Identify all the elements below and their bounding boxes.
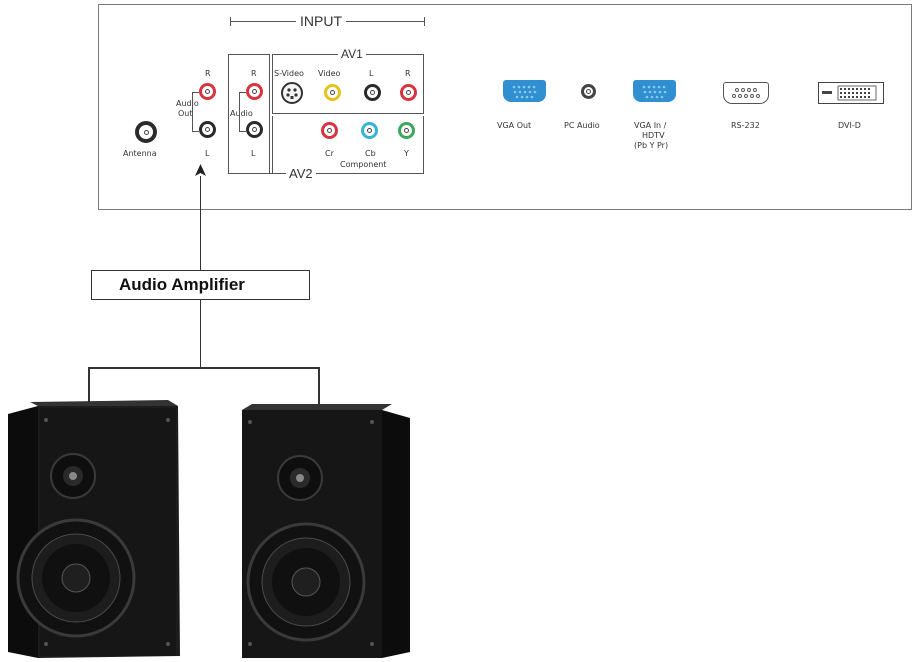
- component-label: Component: [340, 160, 387, 169]
- arrow-up-icon: [195, 164, 206, 176]
- rs232-label: RS-232: [731, 121, 760, 130]
- speaker-icon: [242, 404, 410, 658]
- speaker-icon: [8, 400, 180, 658]
- input-bracket-right-tick: [424, 17, 425, 26]
- audio-out-l-label: L: [205, 149, 210, 158]
- audio-in-l-jack[interactable]: [246, 121, 263, 138]
- dvi-label: DVI-D: [838, 121, 861, 130]
- speaker-split-wire: [88, 367, 320, 369]
- audio-side-bracket: [239, 92, 246, 132]
- right-speaker-wire: [318, 367, 320, 405]
- av2-y-jack[interactable]: [398, 122, 415, 139]
- audio-in-r-jack[interactable]: [246, 83, 263, 100]
- vga-in-port-icon[interactable]: [633, 80, 676, 102]
- audio-out-bracket: [192, 92, 199, 132]
- av1-title: AV1: [338, 47, 366, 61]
- input-bracket-left-tick: [230, 17, 231, 26]
- amp-down-wire: [200, 300, 201, 368]
- rs232-port-icon[interactable]: [723, 82, 769, 104]
- vga-in-label-line2: HDTV: [642, 131, 665, 140]
- audio-side-l-label: L: [251, 149, 256, 158]
- vga-out-label: VGA Out: [497, 121, 532, 130]
- av2-bottom-line: [228, 173, 424, 174]
- pc-audio-label: PC Audio: [564, 121, 600, 130]
- audio-amplifier-box: Audio Amplifier: [91, 270, 310, 300]
- av1-video-label: Video: [318, 69, 341, 78]
- av2-cb-jack[interactable]: [361, 122, 378, 139]
- vga-in-label-line1: VGA In /: [634, 121, 667, 130]
- av1-video-jack[interactable]: [324, 84, 341, 101]
- av2-cb-label: Cb: [365, 149, 376, 158]
- av2-cr-label: Cr: [325, 149, 334, 158]
- audio-out-label-line1: Audio: [176, 99, 199, 108]
- audio-out-r-label: R: [205, 69, 211, 78]
- audio-out-label-line2: Out: [178, 109, 193, 118]
- audio-side-label: Audio: [230, 109, 253, 118]
- av1-r-label: R: [405, 69, 411, 78]
- antenna-jack-icon[interactable]: [135, 121, 157, 143]
- pc-audio-jack-icon[interactable]: [581, 84, 596, 99]
- s-video-jack-icon[interactable]: [281, 82, 303, 104]
- tv-rear-panel: [98, 4, 912, 210]
- vga-in-label-line3: (Pb Y Pr): [634, 141, 669, 150]
- av2-cr-jack[interactable]: [321, 122, 338, 139]
- audio-out-r-jack[interactable]: [199, 83, 216, 100]
- amp-to-audio-out-wire: [200, 176, 201, 271]
- vga-port-icon[interactable]: [503, 80, 546, 102]
- left-speaker-wire: [88, 367, 90, 405]
- av2-y-label: Y: [404, 149, 409, 158]
- av1-l-label: L: [369, 69, 374, 78]
- audio-side-r-label: R: [251, 69, 257, 78]
- av2-title: AV2: [286, 166, 316, 181]
- dvi-port-icon[interactable]: [818, 82, 884, 104]
- av1-r-jack[interactable]: [400, 84, 417, 101]
- av1-l-jack[interactable]: [364, 84, 381, 101]
- audio-out-l-jack[interactable]: [199, 121, 216, 138]
- input-title: INPUT: [296, 13, 346, 29]
- av1-svideo-label: S-Video: [274, 69, 304, 78]
- antenna-label: Antenna: [123, 149, 157, 158]
